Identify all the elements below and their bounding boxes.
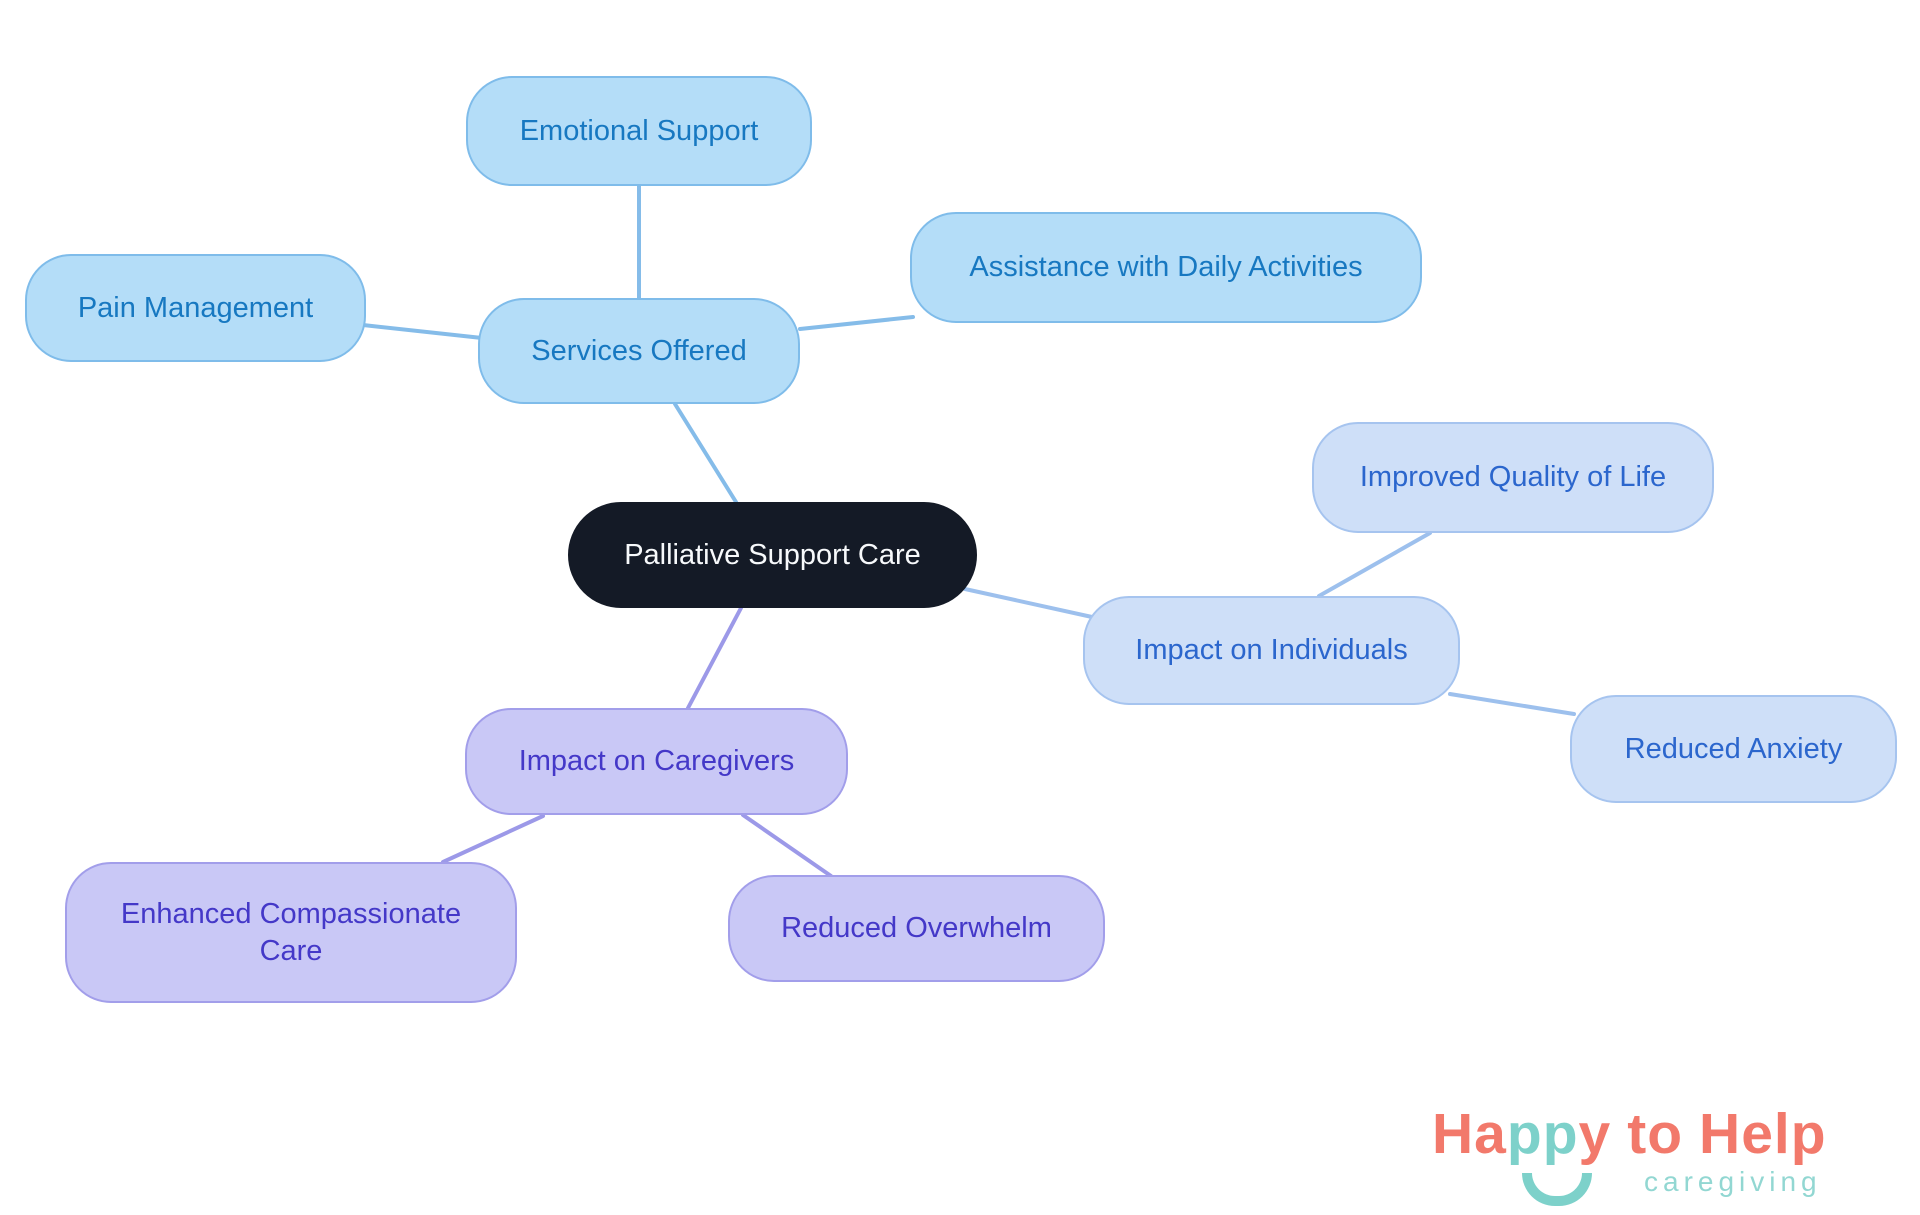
node-impact-on-individuals-label: Impact on Individuals (1135, 634, 1408, 667)
logo-word-y: y (1578, 1102, 1612, 1166)
edge-services-assistance (798, 315, 915, 331)
edge-caregivers-overwhelm (741, 813, 833, 878)
node-improved-quality-of-life: Improved Quality of Life (1312, 422, 1714, 533)
node-reduced-overwhelm-label: Reduced Overwhelm (781, 912, 1052, 945)
node-central-palliative-support-care: Palliative Support Care (568, 502, 977, 608)
edge-central-individuals (963, 587, 1094, 619)
node-impact-on-caregivers-label: Impact on Caregivers (518, 745, 795, 778)
node-assistance-daily-activities-label: Assistance with Daily Activities (969, 251, 1363, 284)
node-services-offered: Services Offered (478, 298, 800, 404)
node-reduced-overwhelm: Reduced Overwhelm (728, 875, 1105, 982)
node-impact-on-individuals: Impact on Individuals (1083, 596, 1460, 705)
logo-word-ha: Ha (1432, 1102, 1507, 1166)
edge-caregivers-enhanced (441, 814, 545, 864)
logo-smile-icon (1522, 1173, 1592, 1206)
node-pain-management: Pain Management (25, 254, 366, 362)
edge-central-services (673, 402, 738, 504)
node-central-label: Palliative Support Care (624, 538, 921, 571)
edge-individuals-improved (1317, 531, 1432, 598)
logo-tagline: caregiving (1644, 1166, 1822, 1197)
logo-word-help: Help (1699, 1102, 1827, 1166)
node-improved-quality-of-life-label: Improved Quality of Life (1359, 461, 1667, 494)
edge-services-pain (361, 323, 484, 340)
node-reduced-anxiety-label: Reduced Anxiety (1624, 732, 1843, 765)
logo-word-pp: pp (1506, 1102, 1579, 1166)
edge-individuals-anxiety (1448, 692, 1576, 716)
node-pain-management-label: Pain Management (77, 291, 314, 324)
node-emotional-support-label: Emotional Support (519, 114, 759, 147)
node-enhanced-compassionate-care-label: Enhanced Compassionate Care (120, 898, 462, 967)
node-reduced-anxiety: Reduced Anxiety (1570, 695, 1897, 803)
node-emotional-support: Emotional Support (466, 76, 812, 186)
node-impact-on-caregivers: Impact on Caregivers (465, 708, 848, 815)
node-enhanced-compassionate-care: Enhanced Compassionate Care (65, 862, 517, 1003)
node-assistance-daily-activities: Assistance with Daily Activities (910, 212, 1422, 323)
node-services-offered-label: Services Offered (531, 334, 747, 367)
edge-central-caregivers (686, 606, 743, 710)
logo-word-to: to (1627, 1102, 1684, 1166)
